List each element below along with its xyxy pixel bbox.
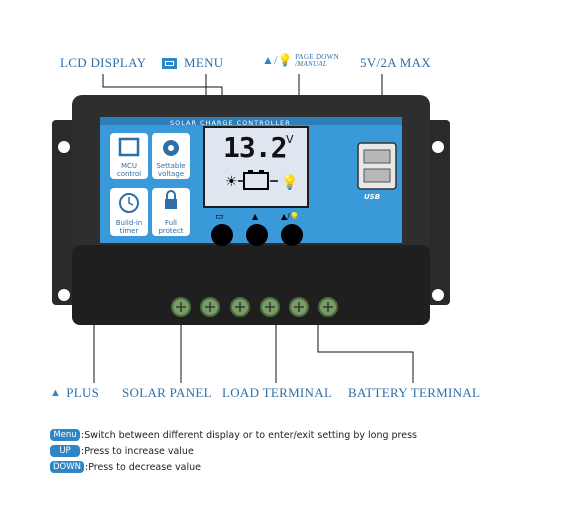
mount-hole — [58, 289, 70, 301]
load-terminal-label: LOAD TERMINAL — [222, 385, 333, 400]
mount-hole — [432, 141, 444, 153]
up-button — [246, 224, 268, 246]
battery-terminal-label: BATTERY TERMINAL — [348, 385, 481, 400]
triangle-bulb-icon: ▲/💡 — [262, 53, 294, 67]
solar-panel-label: SOLAR PANEL — [122, 385, 212, 400]
menu-callout: MENU — [162, 55, 223, 71]
terminal-block — [72, 245, 430, 325]
down-button — [281, 224, 303, 246]
legend-row-up: UP :Press to increase value — [50, 445, 194, 457]
plus-callout: ▲ PLUS — [50, 385, 99, 401]
up-button-icon: ▲ — [252, 212, 259, 221]
clock-icon — [119, 193, 139, 213]
page-down-callout: ▲/💡 PAGE DOWN /MANUAL — [262, 53, 339, 68]
battery-leader-line — [317, 310, 414, 383]
legend-row-menu: Menu :Switch between different display o… — [50, 429, 417, 441]
voltage-unit: V — [286, 133, 294, 146]
device-banner: SOLAR CHARGE CONTROLLER — [170, 119, 291, 127]
lcd-screen — [203, 126, 309, 208]
bulb-icon: 💡 — [281, 174, 298, 191]
legend-tag-down: DOWN — [50, 461, 84, 473]
legend-tag-up: UP — [50, 445, 80, 457]
legend-tag-menu: Menu — [50, 429, 80, 441]
menu-label: MENU — [184, 55, 224, 70]
lock-icon — [165, 199, 177, 209]
charge-controller-device: ☀ 💡 ▭ ▲ ▲/💡 — [52, 95, 450, 325]
down-button-icon: ▲/💡 — [281, 211, 300, 221]
usb-label: USB — [364, 193, 381, 201]
chip-icon — [118, 137, 140, 157]
mount-hole — [58, 141, 70, 153]
feature-tile-protect — [152, 188, 190, 236]
menu-button — [211, 224, 233, 246]
usb-port-2 — [363, 168, 391, 183]
lcd-display-label: LCD DISPLAY — [60, 55, 147, 70]
page-down-label: PAGE DOWN — [295, 52, 339, 61]
legend-text-up: :Press to increase value — [81, 445, 194, 457]
menu-button-icon: ▭ — [215, 212, 224, 222]
plus-label: PLUS — [66, 385, 100, 400]
manual-label: /MANUAL — [295, 59, 328, 68]
legend-text-menu: :Switch between different display or to … — [81, 429, 417, 441]
legend-text-down: :Press to decrease value — [85, 461, 202, 473]
battery-icon — [243, 172, 269, 190]
mount-hole — [432, 289, 444, 301]
plus-triangle-icon: ▲ — [50, 387, 62, 399]
sun-icon: ☀ — [225, 174, 238, 190]
terminal-screws — [171, 297, 338, 317]
voltage-readout: 13.2 — [223, 131, 287, 164]
menu-icon — [162, 57, 177, 69]
legend-row-down: DOWN :Press to decrease value — [50, 461, 201, 473]
usb-max-label: 5V/2A MAX — [360, 55, 431, 70]
usb-port-1 — [363, 149, 391, 164]
